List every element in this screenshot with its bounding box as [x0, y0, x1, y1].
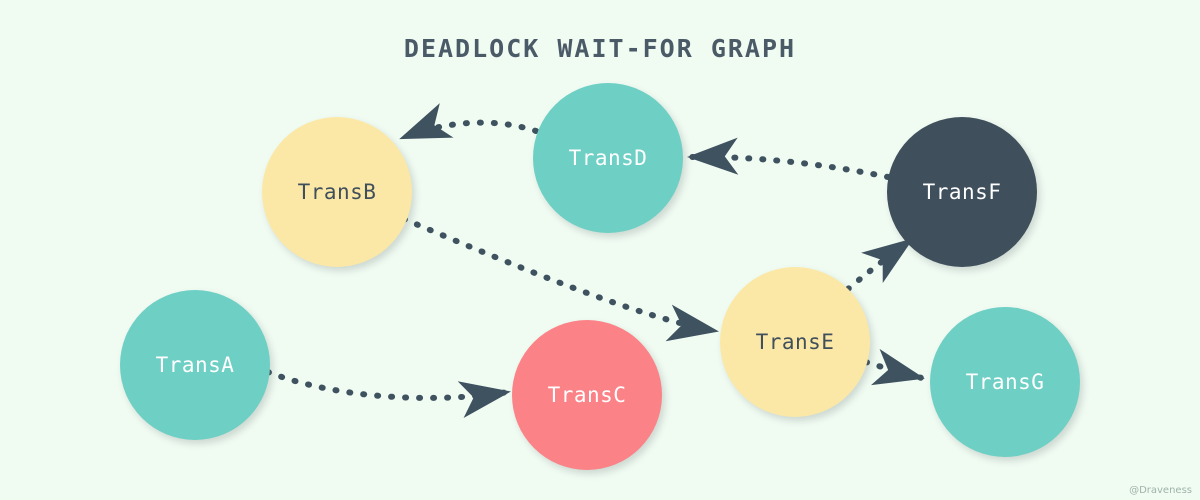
graph-node-label: TransF — [922, 180, 1002, 204]
graph-node-label: TransA — [155, 353, 235, 377]
edge-e-f: TransE waits for TransF — [845, 237, 914, 292]
edge-a-c: TransA waits for TransC — [265, 369, 511, 419]
graph-node-label: TransC — [547, 383, 627, 407]
graph-node-d[interactable]: TransD — [533, 83, 683, 233]
graph-node-g[interactable]: TransG — [930, 307, 1080, 457]
edges-group: TransA waits for TransC TransB waits for … — [265, 103, 925, 419]
edge-e-g: TransE waits for TransG — [863, 348, 925, 386]
graph-node-c[interactable]: TransC — [512, 320, 662, 470]
graph-node-f[interactable]: TransF — [887, 117, 1037, 267]
graph-node-label: TransG — [965, 370, 1045, 394]
graph-node-label: TransD — [568, 146, 648, 170]
graph-node-a[interactable]: TransA — [120, 290, 270, 440]
page-title: DEADLOCK WAIT-FOR GRAPH — [403, 34, 797, 63]
graph-node-e[interactable]: TransE — [720, 267, 870, 417]
edge-f-d: TransF waits for TransD — [687, 137, 891, 180]
graph-node-b[interactable]: TransB — [262, 117, 412, 267]
watermark: @Draveness — [1129, 485, 1192, 496]
graph-node-label: TransE — [755, 330, 835, 354]
edge-b-e: TransB waits for TransE — [401, 216, 719, 342]
graph-node-label: TransB — [297, 180, 377, 204]
edge-d-b: TransD waits for TransB — [399, 103, 539, 141]
